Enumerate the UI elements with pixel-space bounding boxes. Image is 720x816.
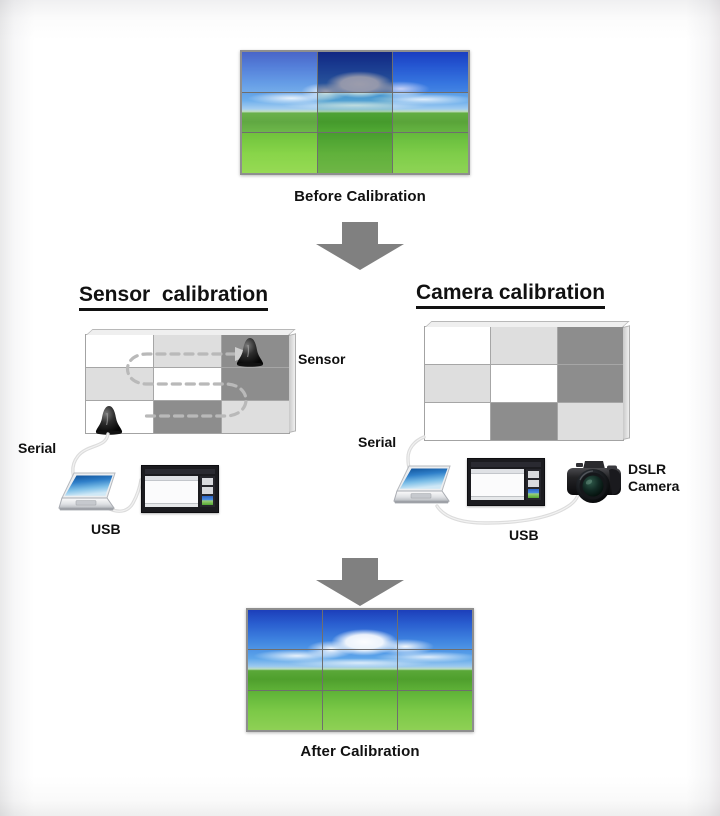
- sw-swatch: [201, 478, 213, 485]
- label-serial-camera: Serial: [358, 434, 397, 450]
- cal-cell: [222, 401, 289, 433]
- cal-cell: [425, 327, 491, 364]
- wall-tile: [393, 133, 468, 173]
- wall-tile: [398, 690, 472, 730]
- wall-tile: [323, 610, 397, 650]
- sw-toolbar: [471, 469, 524, 474]
- calibration-software-window-sensor[interactable]: [141, 465, 219, 513]
- sw-side-panel: [199, 476, 215, 507]
- calibration-software-window-camera[interactable]: [467, 458, 545, 506]
- tile-tint-r1c3: [398, 610, 472, 649]
- cal-cell: [491, 327, 557, 364]
- caption-after-calibration: After Calibration: [300, 743, 420, 760]
- wall-tile: [323, 690, 397, 730]
- flow-arrow-down-bottom: [312, 556, 408, 608]
- sw-main-panel: [471, 469, 524, 500]
- wall-tile: [248, 650, 322, 690]
- cal-cell: [557, 327, 623, 364]
- sw-main-panel: [145, 476, 198, 507]
- laptop-sensor-side: [57, 471, 119, 513]
- sensor-probe-icon: [235, 336, 265, 368]
- wall-tile: [323, 650, 397, 690]
- cal-cell: [491, 365, 557, 402]
- tile-tint-r1c3: [393, 52, 468, 92]
- tile-tint-r3c3: [393, 133, 468, 173]
- tile-tint-r2c3: [393, 92, 468, 133]
- cal-cell: [86, 335, 153, 367]
- tile-tint-r2c3: [398, 650, 472, 689]
- sw-preview-thumbnail: [201, 495, 213, 505]
- sw-canvas: [145, 481, 198, 503]
- wall-tile: [248, 610, 322, 650]
- panel-right-edge: [289, 333, 296, 433]
- video-wall-before-calibration: [240, 50, 470, 175]
- video-wall-after-calibration: [246, 608, 474, 732]
- wall-tile: [242, 52, 317, 92]
- tile-tint-r2c1: [242, 92, 317, 133]
- camera-calibration-grid: [424, 321, 630, 441]
- sw-titlebar: [471, 462, 541, 467]
- wall-tile: [317, 52, 393, 92]
- section-title-sensor-calibration: Sensor calibration: [79, 283, 269, 311]
- section-title-camera-calibration: Camera calibration: [416, 281, 606, 309]
- wall-tile: [248, 690, 322, 730]
- sw-swatch: [527, 471, 539, 478]
- sw-preview-thumbnail: [527, 488, 539, 498]
- sw-titlebar: [145, 469, 215, 474]
- sw-canvas: [471, 474, 524, 496]
- cal-cell: [86, 368, 153, 400]
- tile-tint-r2c2: [317, 92, 393, 133]
- tile-tint-r3c3: [398, 691, 472, 730]
- tile-tint-r3c2: [317, 133, 393, 173]
- tile-tint-r1c1: [242, 52, 317, 92]
- tile-tint-r3c2: [323, 691, 397, 730]
- sw-statusline: [471, 496, 524, 500]
- sw-toolbar: [145, 476, 198, 481]
- wall-tile: [393, 92, 468, 133]
- tile-tint-r3c1: [242, 133, 317, 173]
- tile-tint-r2c2: [323, 650, 397, 689]
- cal-cell: [425, 365, 491, 402]
- sw-statusline: [145, 503, 198, 507]
- tile-tint-r2c1: [248, 650, 322, 689]
- panel-top-edge: [425, 321, 630, 327]
- label-dslr-camera: DSLR Camera: [628, 461, 680, 494]
- wall-tile: [398, 610, 472, 650]
- sensor-probe-icon: [94, 404, 124, 436]
- cal-cell: [154, 335, 221, 367]
- label-sensor: Sensor: [298, 351, 346, 367]
- cal-cell: [557, 365, 623, 402]
- panel-right-edge: [623, 325, 630, 440]
- sw-swatch: [527, 479, 539, 487]
- flow-arrow-down-top: [312, 220, 408, 272]
- wall-tile: [393, 52, 468, 92]
- wall-tile: [398, 650, 472, 690]
- laptop-camera-side: [392, 464, 454, 506]
- sw-side-panel: [525, 469, 541, 500]
- tile-tint-r3c1: [248, 691, 322, 730]
- tile-tint-r1c2: [323, 610, 397, 649]
- cal-cell: [491, 403, 557, 440]
- tile-tint-r1c1: [248, 610, 322, 649]
- wall-tile: [317, 133, 393, 173]
- label-serial-sensor: Serial: [18, 440, 57, 456]
- cal-cell: [425, 403, 491, 440]
- label-usb-sensor: USB: [91, 521, 121, 537]
- sw-swatch: [201, 486, 213, 494]
- cal-cell: [557, 403, 623, 440]
- wall-tile: [317, 92, 393, 133]
- tile-tint-r1c2: [317, 52, 393, 92]
- wall-tile: [242, 92, 317, 133]
- label-usb-camera: USB: [509, 527, 539, 543]
- wall-tile: [242, 133, 317, 173]
- dslr-camera-icon: [563, 456, 625, 506]
- caption-before-calibration: Before Calibration: [294, 188, 426, 205]
